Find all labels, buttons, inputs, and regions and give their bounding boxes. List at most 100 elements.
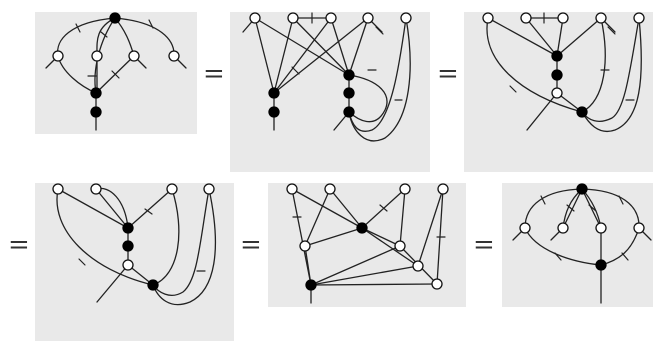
white-node: [437, 183, 449, 195]
white-node: [52, 183, 64, 195]
edge: [348, 74, 388, 123]
diagram-4-background: [35, 183, 234, 341]
edge: [348, 17, 407, 132]
diagram-5: [268, 183, 466, 307]
black-node: [90, 87, 102, 99]
diagram-1: [35, 12, 197, 134]
white-node: [400, 12, 412, 24]
diagram-6: [502, 183, 653, 307]
edge: [556, 17, 602, 57]
edge: [581, 188, 640, 229]
white-node: [168, 50, 180, 62]
edge: [417, 188, 444, 267]
white-node: [595, 12, 607, 24]
white-node: [412, 260, 424, 272]
edge: [329, 188, 363, 229]
edge: [57, 188, 129, 229]
edge: [348, 17, 411, 142]
white-node: [286, 183, 298, 195]
edge: [525, 17, 558, 57]
edge: [95, 188, 129, 229]
white-node: [325, 12, 337, 24]
edge: [486, 17, 583, 113]
white-node: [557, 222, 569, 234]
white-node: [551, 87, 563, 99]
edge-tick: [291, 66, 300, 75]
white-node: [431, 278, 443, 290]
black-node: [343, 106, 355, 118]
white-node: [557, 12, 569, 24]
white-node: [399, 183, 411, 195]
edge: [330, 17, 350, 76]
white-node: [595, 222, 607, 234]
black-node: [90, 106, 102, 118]
black-node: [343, 87, 355, 99]
edge: [304, 188, 331, 247]
black-node: [122, 240, 134, 252]
edge: [127, 188, 173, 229]
edge: [487, 17, 558, 57]
edge-tick: [588, 204, 597, 212]
black-node: [268, 106, 280, 118]
edge: [273, 17, 369, 94]
edge: [304, 227, 363, 247]
edge: [152, 188, 217, 306]
edge: [562, 188, 583, 229]
edge: [310, 283, 438, 286]
edge-tick: [509, 85, 517, 93]
equals-sign: =: [240, 230, 262, 260]
black-node: [595, 259, 607, 271]
edge-tick: [111, 70, 120, 79]
edge: [254, 17, 275, 94]
edge: [56, 188, 154, 286]
edge: [152, 188, 210, 296]
edge: [310, 265, 419, 286]
edge: [273, 17, 294, 94]
edge: [361, 227, 419, 267]
edge-tick: [554, 252, 562, 261]
edge: [361, 227, 401, 247]
white-node: [519, 222, 531, 234]
black-node: [147, 279, 159, 291]
white-node: [633, 12, 645, 24]
edge: [581, 17, 606, 113]
black-node: [109, 12, 121, 24]
black-node: [268, 87, 280, 99]
edge: [310, 245, 401, 286]
equals-sign: =: [473, 230, 495, 260]
edge: [581, 188, 602, 229]
edge: [524, 188, 583, 229]
white-node: [482, 12, 494, 24]
edge: [96, 264, 129, 303]
edge: [581, 17, 640, 122]
white-node: [122, 259, 134, 271]
edge-tick: [621, 252, 629, 261]
edge: [526, 92, 558, 131]
edge-tick: [78, 258, 86, 266]
edge-tick: [618, 195, 624, 205]
diagram-3: [464, 12, 653, 172]
diagram-2-background: [230, 12, 430, 172]
edge: [273, 17, 332, 94]
white-node: [249, 12, 261, 24]
black-node: [576, 106, 588, 118]
white-node: [287, 12, 299, 24]
black-node: [551, 50, 563, 62]
edge-tick: [540, 195, 546, 205]
white-node: [203, 183, 215, 195]
white-node: [299, 240, 311, 252]
white-node: [520, 12, 532, 24]
black-node: [122, 222, 134, 234]
edge: [254, 17, 350, 76]
edge: [291, 188, 312, 286]
edge-tick: [144, 208, 153, 215]
edge: [556, 17, 564, 57]
white-node: [324, 183, 336, 195]
edge-tick: [566, 204, 575, 212]
black-node: [356, 222, 368, 234]
black-node: [305, 279, 317, 291]
edge: [291, 188, 363, 229]
edge-tick: [75, 23, 81, 33]
edge-tick: [379, 204, 388, 212]
